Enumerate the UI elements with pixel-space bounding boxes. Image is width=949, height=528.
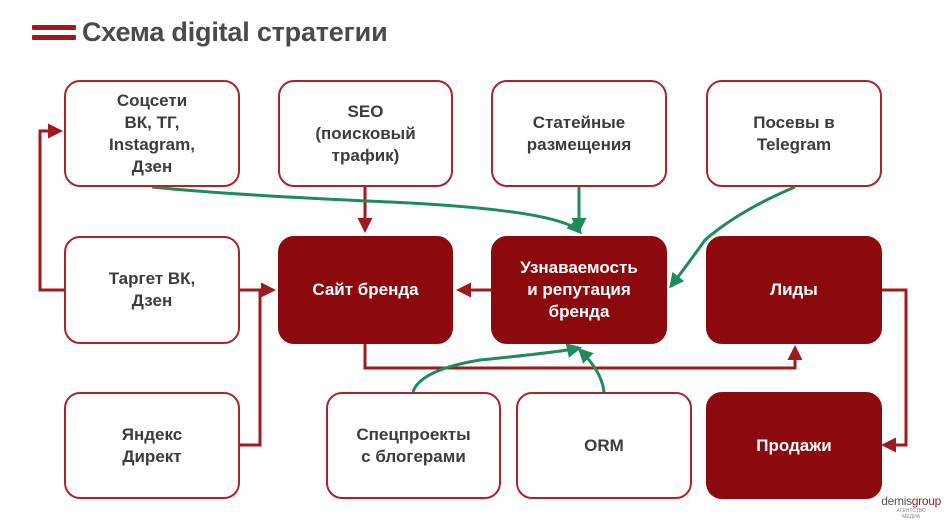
title-accent-bars-icon <box>32 25 76 45</box>
node-brand-site: Сайт бренда <box>278 236 453 344</box>
node-orm: ORM <box>516 392 692 499</box>
arrow-orm-to-awareness <box>577 347 606 393</box>
page-title: Схема digital стратегии <box>82 17 388 47</box>
arrow-leads-to-sales <box>881 288 908 453</box>
arrow-target-to-socials <box>38 123 64 292</box>
arrow-bloggers-to-awareness <box>411 343 582 393</box>
brand-logo: demisgroup АГЕНТСТВО МЕДИА <box>881 494 941 520</box>
brand-name-part2: group <box>911 494 942 508</box>
node-yandex-direct: Яндекс Директ <box>64 392 240 499</box>
node-sales: Продажи <box>706 392 882 499</box>
brand-tagline: АГЕНТСТВО МЕДИА <box>896 508 926 520</box>
node-socials: Соцсети ВК, ТГ, Instagram, Дзен <box>64 80 240 187</box>
node-articles: Статейные размещения <box>491 80 667 187</box>
arrow-telegram-to-awareness <box>669 185 796 289</box>
arrow-site-to-leads <box>363 344 803 370</box>
node-awareness: Узнаваемость и репутация бренда <box>491 236 667 344</box>
node-seo: SEO (поисковый трафик) <box>278 80 453 187</box>
node-target: Таргет ВК, Дзен <box>64 236 240 344</box>
brand-name-part1: demis <box>881 494 912 508</box>
node-telegram-seeding: Посевы в Telegram <box>706 80 882 187</box>
node-blogger-projects: Спецпроекты с блогерами <box>326 392 501 499</box>
arrow-socials-to-awareness <box>151 185 583 235</box>
arrow-direct-to-site <box>240 290 262 447</box>
node-leads: Лиды <box>706 236 882 344</box>
